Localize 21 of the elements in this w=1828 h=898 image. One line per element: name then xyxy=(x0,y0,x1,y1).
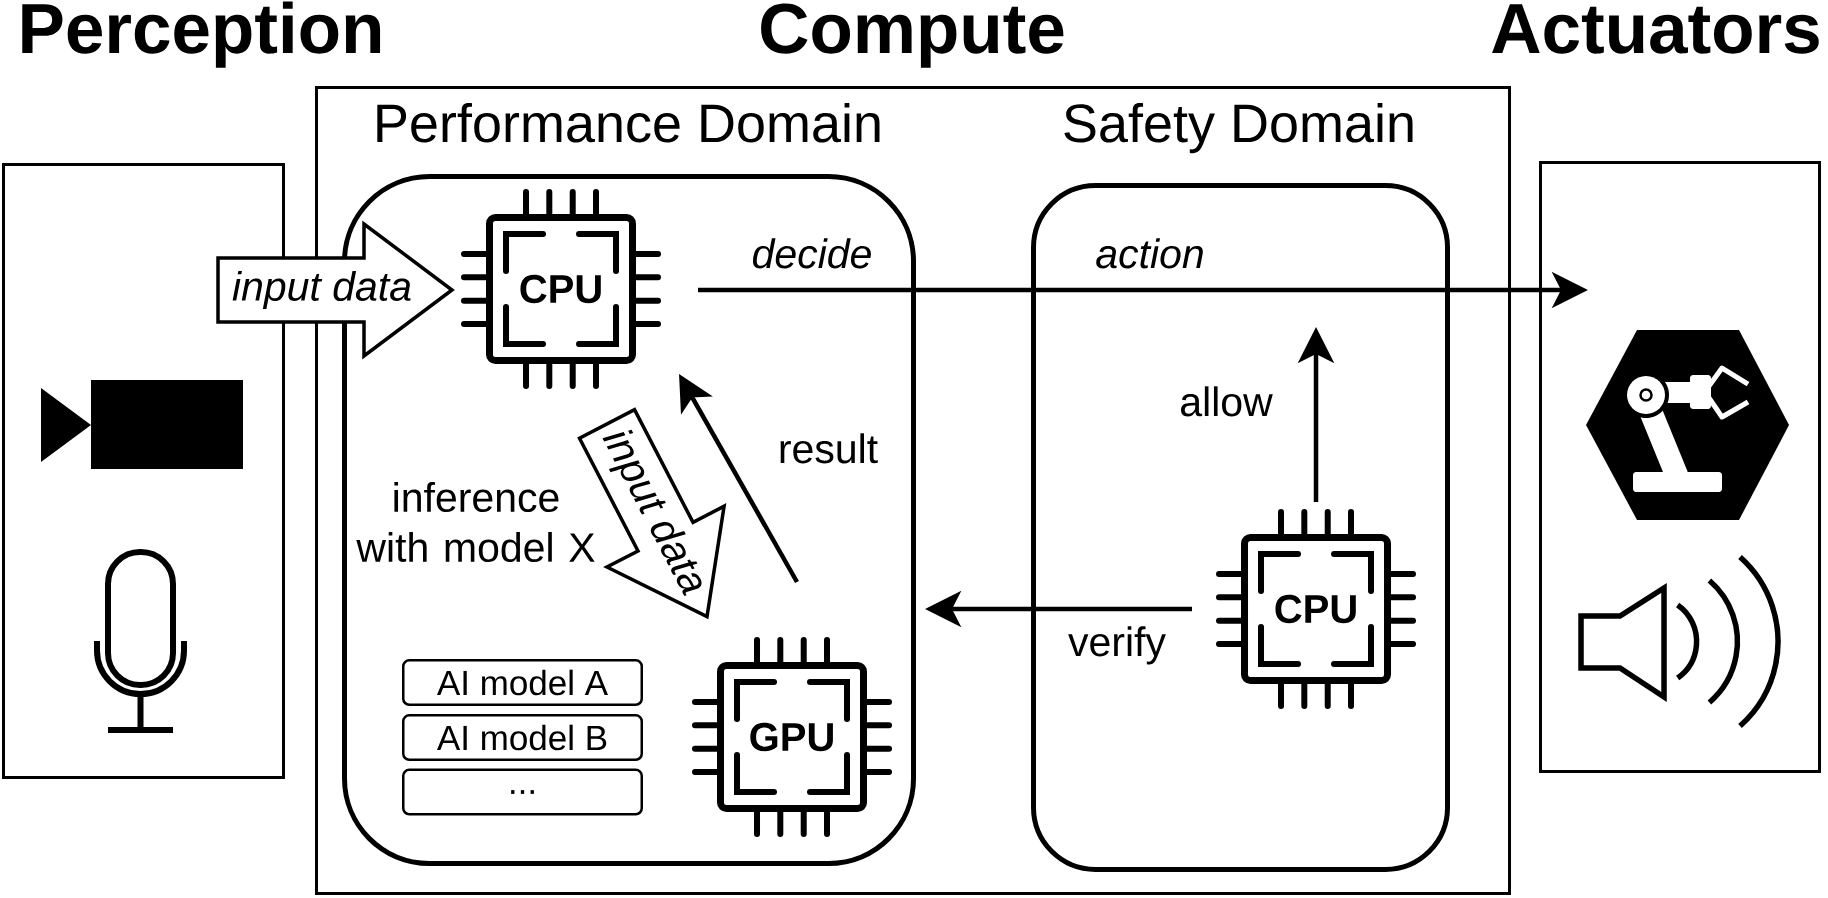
text-label: inference with model X xyxy=(356,481,595,563)
panel-heading: Actuators xyxy=(1492,4,1819,54)
processor-chip: CPU xyxy=(461,189,661,389)
model-box: AI model A xyxy=(402,659,643,706)
panel-heading: Safety Domain xyxy=(1064,102,1413,154)
processor-chip: CPU xyxy=(1216,509,1416,709)
edge-label: input data xyxy=(602,429,702,596)
edge-label: decide xyxy=(753,238,871,269)
model-box: AI model B xyxy=(402,714,643,761)
edge-label: allow xyxy=(1181,386,1273,417)
edge-label: input data xyxy=(232,270,411,310)
processor-chip: GPU xyxy=(692,637,892,837)
edge-label: result xyxy=(780,433,878,464)
block-arrow xyxy=(577,407,727,620)
text-label: action xyxy=(1096,238,1203,269)
panel-heading: Perception xyxy=(22,1,381,68)
panel-heading: Performance Domain xyxy=(377,102,880,143)
block-arrow xyxy=(216,220,455,360)
panel-heading: Compute xyxy=(761,3,1064,68)
model-box: ... xyxy=(402,768,643,816)
edge-label: verify xyxy=(1068,626,1166,665)
